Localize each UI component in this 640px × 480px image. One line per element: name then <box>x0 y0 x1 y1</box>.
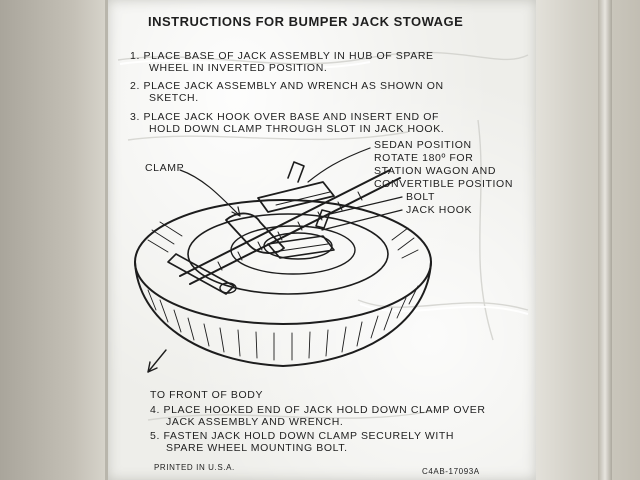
printed-in: PRINTED IN U.S.A. <box>154 461 235 474</box>
wall-left <box>0 0 105 480</box>
jack-hook-part <box>258 182 334 212</box>
leader-clamp <box>180 170 240 216</box>
step-4-line-2: JACK ASSEMBLY AND WRENCH. <box>166 416 343 429</box>
jack-post <box>288 162 304 182</box>
step-5-line-2: SPARE WHEEL MOUNTING BOLT. <box>166 442 348 455</box>
label-front-of-body: TO FRONT OF BODY <box>150 389 263 402</box>
instruction-decal: INSTRUCTIONS FOR BUMPER JACK STOWAGE 1. … <box>108 0 536 480</box>
leader-sedan <box>308 148 370 182</box>
door-rail <box>598 0 612 480</box>
jack-shaft <box>180 170 390 276</box>
wall-right <box>536 0 640 480</box>
part-number: C4AB-17093A <box>422 465 480 478</box>
tire-sidewall <box>135 262 431 366</box>
